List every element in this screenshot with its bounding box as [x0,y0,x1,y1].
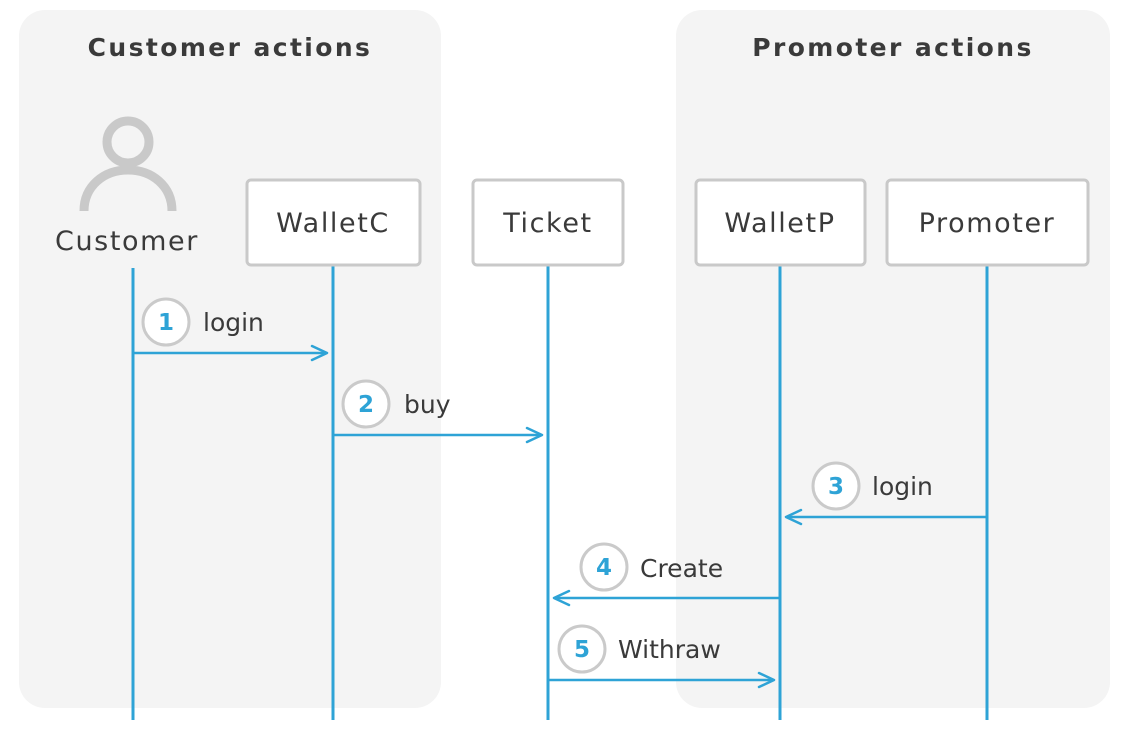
participant-ticket[interactable]: Ticket [471,178,625,267]
participant-walletc[interactable]: WalletC [245,178,422,267]
participant-walletp-box[interactable] [694,178,867,267]
sequence-number-circle [341,379,391,429]
participant-walletp-label: WalletP [724,208,835,239]
message-3[interactable]: 3 login [784,461,987,526]
arrow-head-icon [552,589,571,607]
arrow-head-icon [784,508,803,526]
sequence-number-circle [557,624,607,674]
message-label: login [872,472,933,501]
sequence-number-circle [811,461,861,511]
sequence-number-circle [579,542,629,592]
participant-walletc-label: WalletC [276,208,390,239]
sequence-number: 1 [158,310,174,336]
group-promoter-actions: Promoter actions [676,10,1110,708]
participant-walletp[interactable]: WalletP [694,178,867,267]
message-5[interactable]: 5 Withraw [548,624,776,689]
sequence-number: 5 [574,637,590,663]
sequence-number: 2 [358,392,374,418]
message-label: login [203,308,264,337]
group-customer-actions-title: Customer actions [88,33,373,62]
participant-customer: Customer [55,116,199,257]
participant-promoter[interactable]: Promoter [885,178,1090,267]
group-customer-actions-box [19,10,441,708]
message-label: Withraw [618,635,721,664]
message-1[interactable]: 1 login [133,297,329,362]
arrow-head-icon [525,426,544,444]
person-icon [79,116,177,212]
participant-ticket-box[interactable] [471,178,625,267]
participant-customer-label: Customer [55,226,199,257]
group-promoter-actions-box [676,10,1110,708]
message-label: buy [404,390,451,419]
sequence-number: 4 [596,555,612,581]
group-customer-actions: Customer actions [19,10,441,708]
message-label: Create [640,554,723,583]
arrow-head-icon [757,671,776,689]
group-promoter-actions-title: Promoter actions [752,33,1033,62]
message-4[interactable]: 4 Create [552,542,780,607]
message-2[interactable]: 2 buy [333,379,544,444]
participant-promoter-label: Promoter [919,208,1056,239]
participant-promoter-box[interactable] [885,178,1090,267]
arrow-head-icon [310,344,329,362]
participant-ticket-label: Ticket [502,208,592,239]
participant-walletc-box[interactable] [245,178,422,267]
sequence-number: 3 [828,474,844,500]
sequence-number-circle [141,297,191,347]
